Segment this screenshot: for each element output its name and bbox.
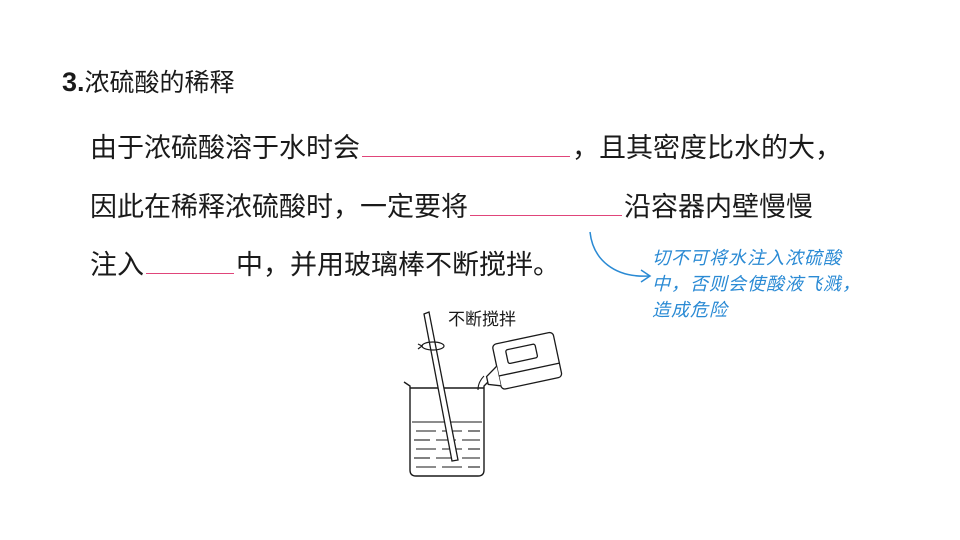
section-number-dot: . xyxy=(77,67,85,97)
note-line-3: 造成危险 xyxy=(652,300,728,321)
liquid-lines-icon xyxy=(412,421,482,468)
section-number: 3 xyxy=(62,67,78,97)
section-heading: 3.浓硫酸的稀释 xyxy=(62,64,235,101)
note-arrow-icon xyxy=(589,231,652,283)
note-line-1: 切不可将水注入浓硫酸 xyxy=(652,248,842,269)
section-title: 浓硫酸的稀释 xyxy=(84,68,235,97)
text-line-2: 因此在稀释浓硫酸时，一定要将 沿容器内壁慢慢 xyxy=(90,187,813,228)
note-line-2: 中，否则会使酸液飞溅， xyxy=(652,274,861,295)
line1-text-a: 由于浓硫酸溶于水时会 xyxy=(90,133,360,164)
fill-blank-1[interactable] xyxy=(362,128,570,157)
line2-text-a: 因此在稀释浓硫酸时，一定要将 xyxy=(90,192,468,223)
dilution-diagram xyxy=(403,311,563,477)
fill-blank-3[interactable] xyxy=(146,245,234,274)
stir-arrow-icon xyxy=(417,341,445,351)
text-line-3: 注入 中，并用玻璃棒不断搅拌。 xyxy=(90,245,560,286)
pour-stream-icon xyxy=(477,375,485,391)
line2-text-b: 沿容器内壁慢慢 xyxy=(624,192,813,223)
line3-text-b: 中，并用玻璃棒不断搅拌。 xyxy=(236,250,560,281)
text-line-1: 由于浓硫酸溶于水时会 ，且其密度比水的大， xyxy=(90,128,842,169)
line3-text-a: 注入 xyxy=(90,250,144,281)
annotation-note: 切不可将水注入浓硫酸 中，否则会使酸液飞溅， 造成危险 xyxy=(652,246,912,324)
fill-blank-2[interactable] xyxy=(470,187,622,216)
acid-bottle-icon xyxy=(485,331,563,390)
glass-rod-icon xyxy=(423,311,459,462)
line1-text-b: ，且其密度比水的大， xyxy=(572,133,842,164)
diagram-label: 不断搅拌 xyxy=(448,310,516,330)
beaker-icon xyxy=(403,381,489,477)
